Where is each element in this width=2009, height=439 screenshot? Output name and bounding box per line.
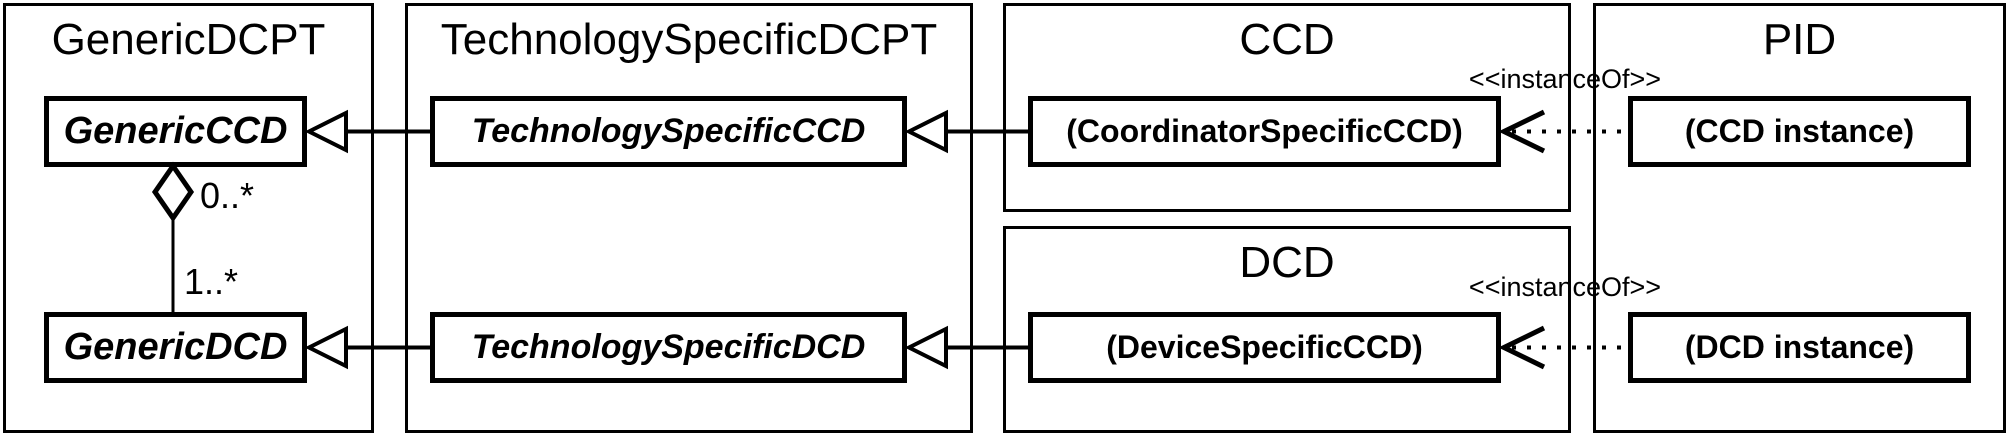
class-label-generic-ccd: GenericCCD — [63, 110, 288, 152]
package-title-pid: PID — [1762, 15, 1837, 64]
object-label-ccd-instance: (CCD instance) — [1684, 113, 1915, 149]
class-label-generic-dcd: GenericDCD — [63, 326, 288, 368]
class-label-technology-specific-dcd: TechnologySpecificDCD — [471, 328, 866, 366]
class-generic-ccd: GenericCCD — [44, 96, 307, 167]
class-coordinator-specific-ccd: (CoordinatorSpecificCCD) — [1028, 96, 1501, 167]
package-generic-dcpt: GenericDCPT — [3, 3, 374, 433]
aggregation-lower-multiplicity: 1..* — [184, 261, 239, 302]
class-label-coordinator-specific-ccd: (CoordinatorSpecificCCD) — [1066, 113, 1463, 149]
object-ccd-instance: (CCD instance) — [1628, 96, 1971, 167]
class-label-technology-specific-ccd: TechnologySpecificCCD — [471, 112, 866, 150]
package-technology-specific-dcpt: TechnologySpecificDCPT — [405, 3, 973, 433]
object-dcd-instance: (DCD instance) — [1628, 312, 1971, 383]
class-device-specific-ccd: (DeviceSpecificCCD) — [1028, 312, 1501, 383]
object-label-dcd-instance: (DCD instance) — [1684, 329, 1915, 365]
stereotype-instanceof-dcd: <<instanceOf>> — [1468, 272, 1662, 302]
class-label-device-specific-ccd: (DeviceSpecificCCD) — [1106, 329, 1423, 365]
package-title-technology-specific-dcpt: TechnologySpecificDCPT — [440, 15, 938, 64]
class-technology-specific-ccd: TechnologySpecificCCD — [430, 96, 907, 167]
package-title-ccd: CCD — [1239, 15, 1335, 64]
package-pid: PID — [1593, 3, 2006, 433]
package-title-generic-dcpt: GenericDCPT — [51, 15, 326, 64]
aggregation-upper-multiplicity: 0..* — [200, 175, 255, 216]
stereotype-instanceof-ccd: <<instanceOf>> — [1468, 64, 1662, 94]
package-dcd: DCD — [1003, 226, 1571, 433]
class-technology-specific-dcd: TechnologySpecificDCD — [430, 312, 907, 383]
package-ccd: CCD — [1003, 3, 1571, 212]
class-generic-dcd: GenericDCD — [44, 312, 307, 383]
package-title-dcd: DCD — [1239, 238, 1335, 287]
